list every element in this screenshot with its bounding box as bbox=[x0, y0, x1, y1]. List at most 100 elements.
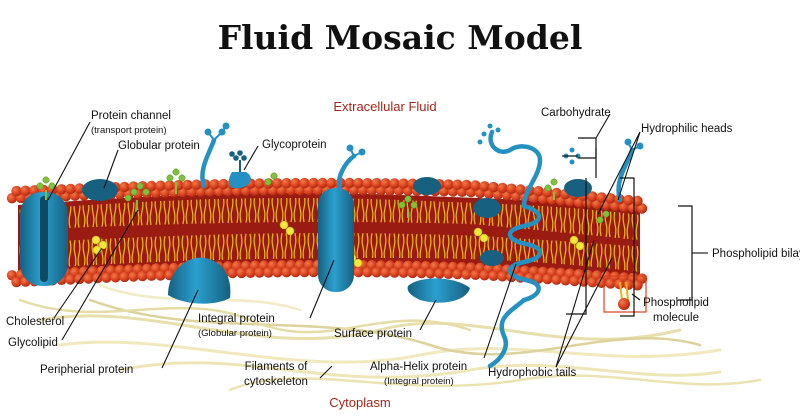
integral-protein bbox=[318, 188, 354, 292]
lipid-tail bbox=[82, 239, 90, 268]
alpha-helix-sublabel: (Integral protein) bbox=[384, 376, 454, 387]
phospholipid-head bbox=[506, 183, 517, 194]
phospholipid-head bbox=[533, 186, 544, 197]
phospholipid-head bbox=[119, 181, 130, 193]
lipid-tail bbox=[388, 198, 396, 223]
globular-protein-label: Globular protein bbox=[118, 140, 200, 152]
filaments-label-1: Filaments of bbox=[245, 361, 308, 373]
phospholipid-head bbox=[146, 270, 157, 281]
phospholipid-head bbox=[65, 274, 76, 285]
glycolipid-carbohydrates bbox=[36, 168, 610, 224]
phospholipid-head bbox=[173, 180, 184, 191]
phospholipid-head bbox=[281, 267, 292, 278]
protein-channel-sublabel: (transport protein) bbox=[91, 125, 167, 136]
lipid-tail bbox=[397, 198, 405, 223]
lipid-tail bbox=[271, 198, 279, 223]
phospholipid-head bbox=[461, 179, 472, 191]
phospholipid-head bbox=[110, 272, 121, 283]
filaments-label-2: cytoskeleton bbox=[244, 376, 308, 388]
phospholipid-head bbox=[542, 273, 553, 285]
phospholipid-head bbox=[623, 194, 634, 206]
lipid-tail bbox=[307, 232, 315, 262]
phospholipid-head bbox=[236, 267, 247, 279]
integral-protein-label: Integral protein bbox=[198, 313, 275, 325]
phospholipid-molecule bbox=[603, 275, 647, 313]
lipid-tail bbox=[298, 232, 306, 262]
lipid-tail bbox=[181, 235, 189, 264]
phospholipid-head bbox=[290, 177, 301, 189]
phospholipid-head bbox=[155, 270, 166, 281]
lipid-tail bbox=[586, 207, 594, 236]
glycolipid-label: Glycolipid bbox=[8, 337, 58, 349]
lipid-tail bbox=[127, 237, 135, 266]
glycolipid-stems bbox=[45, 182, 555, 218]
alpha-helix-carbs bbox=[477, 123, 581, 165]
protein-channel-label: Protein channel bbox=[91, 110, 171, 122]
lipid-tail bbox=[271, 233, 279, 262]
phospholipid-head bbox=[65, 183, 76, 195]
phospholipid-head bbox=[407, 267, 418, 279]
phospholipid-head bbox=[416, 267, 427, 279]
phospholipid-head bbox=[11, 185, 22, 197]
phospholipid-head bbox=[254, 267, 265, 278]
phospholipid-head bbox=[605, 193, 616, 204]
phospholipid-head bbox=[191, 179, 202, 190]
phospholipid-head bbox=[569, 275, 580, 287]
phospholipid-head bbox=[515, 184, 526, 195]
cytoplasm-label: Cytoplasm bbox=[329, 395, 390, 410]
phospholipid-head bbox=[497, 182, 508, 194]
lipid-tail bbox=[289, 233, 297, 262]
phospholipid-head bbox=[227, 267, 238, 279]
phospholipid-head bbox=[479, 181, 490, 192]
phospholipid-head bbox=[155, 180, 166, 191]
phospholipid-head bbox=[596, 192, 607, 203]
lipid-tail bbox=[280, 198, 288, 223]
phospholipid-head bbox=[101, 272, 112, 283]
globular-protein-3 bbox=[473, 198, 501, 218]
phospholipid-head bbox=[632, 280, 643, 291]
lipid-tail bbox=[11, 202, 17, 230]
lipid-tail bbox=[280, 233, 288, 262]
phospholipid-head bbox=[245, 267, 256, 278]
phospholipid-head bbox=[425, 268, 436, 279]
phospholipid-head bbox=[128, 181, 139, 192]
phospholipid-head bbox=[488, 181, 499, 193]
lipid-tail bbox=[244, 233, 252, 262]
hydrophilic-heads-label: Hydrophilic heads bbox=[641, 123, 733, 135]
phospholipid-head bbox=[11, 276, 22, 288]
phospholipid-head bbox=[470, 269, 481, 280]
phospholipid-head bbox=[362, 178, 373, 189]
phospholipid-head bbox=[479, 270, 490, 281]
cholesterol-label: Cholesterol bbox=[6, 316, 64, 328]
hydrophobic-tails-label: Hydrophobic tails bbox=[488, 367, 576, 379]
integral-protein-sublabel: (Globular protein) bbox=[198, 328, 272, 339]
lipid-tail bbox=[361, 198, 369, 223]
lipid-tail bbox=[406, 198, 414, 223]
phospholipid-head bbox=[182, 179, 193, 191]
phospholipid-head bbox=[20, 185, 31, 196]
phospholipid-head bbox=[551, 187, 562, 199]
phospholipid-head bbox=[371, 267, 382, 278]
lipid-tail bbox=[568, 205, 576, 234]
phospholipid-molecule-label-1: Phospholipid bbox=[643, 297, 709, 309]
lipid-tail bbox=[145, 236, 153, 265]
globular-protein bbox=[82, 179, 118, 201]
peripheral-protein bbox=[168, 257, 231, 304]
protein-channel bbox=[20, 192, 68, 286]
phospholipid-head bbox=[353, 177, 364, 189]
lipid-tail bbox=[226, 234, 234, 263]
phospholipid-head bbox=[137, 270, 148, 282]
phospholipid-head bbox=[56, 184, 67, 195]
lipid-tail bbox=[154, 236, 162, 265]
globular-protein-5 bbox=[480, 250, 504, 266]
lipid-tail bbox=[253, 233, 261, 262]
phospholipid-head bbox=[533, 273, 544, 284]
surface-protein-label: Surface protein bbox=[334, 328, 412, 340]
lipid-tail bbox=[577, 206, 585, 235]
carbohydrate-label: Carbohydrate bbox=[541, 107, 611, 119]
phospholipid-head bbox=[254, 178, 265, 189]
lipid-tail bbox=[11, 243, 17, 271]
phospholipid-molecule-label-2: molecule bbox=[653, 312, 699, 324]
